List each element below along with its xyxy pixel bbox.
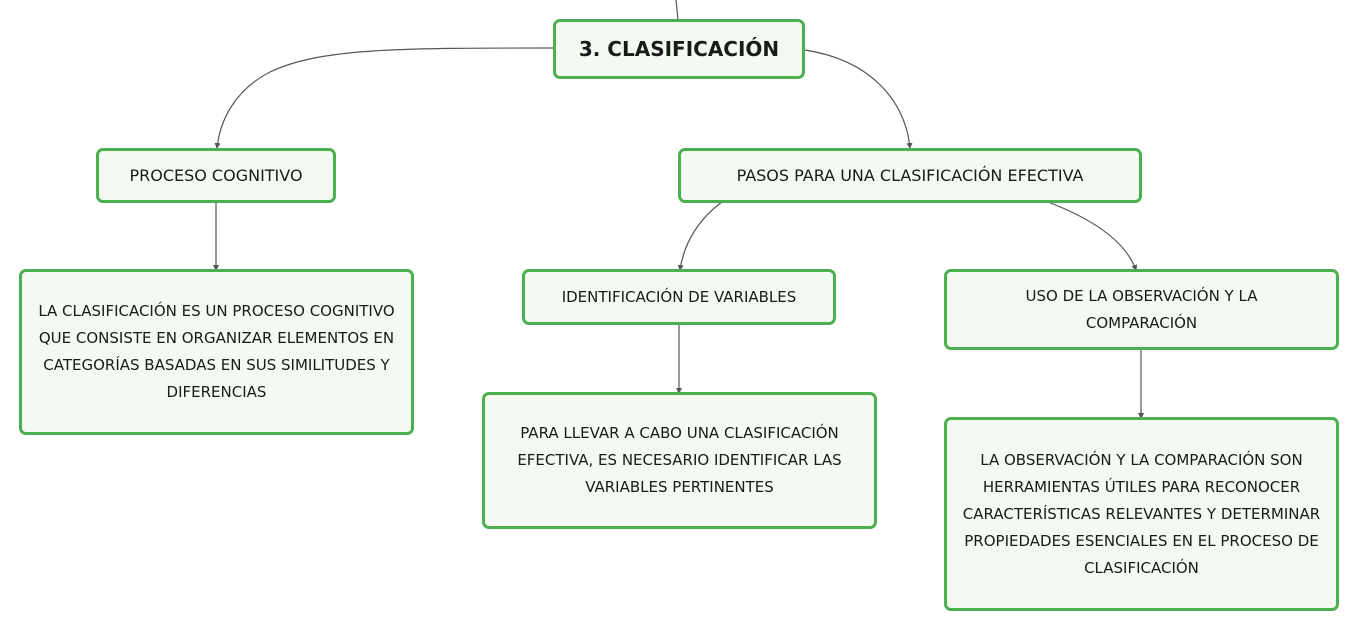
connector-parent-to-root <box>675 0 679 21</box>
node-label: IDENTIFICACIÓN DE VARIABLES <box>561 287 797 306</box>
node-proceso-cognitivo-detail[interactable]: LA CLASIFICACIÓN ES UN PROCESO COGNITIVO… <box>19 269 414 435</box>
node-observacion-comparacion[interactable]: USO DE LA OBSERVACIÓN Y LA COMPARACIÓN <box>944 269 1339 350</box>
node-observacion-detail[interactable]: LA OBSERVACIÓN Y LA COMPARACIÓN SON HERR… <box>944 417 1339 611</box>
root-label: 3. CLASIFICACIÓN <box>578 36 780 61</box>
node-identificacion-detail[interactable]: PARA LLEVAR A CABO UNA CLASIFICACIÓN EFE… <box>482 392 877 529</box>
node-label: PASOS PARA UNA CLASIFICACIÓN EFECTIVA <box>736 166 1084 185</box>
node-pasos-clasificacion[interactable]: PASOS PARA UNA CLASIFICACIÓN EFECTIVA <box>678 148 1142 203</box>
node-proceso-cognitivo[interactable]: PROCESO COGNITIVO <box>96 148 336 203</box>
node-label: PROCESO COGNITIVO <box>129 166 303 185</box>
node-detail-text: PARA LLEVAR A CABO UNA CLASIFICACIÓN EFE… <box>517 424 842 496</box>
node-identificacion-variables[interactable]: IDENTIFICACIÓN DE VARIABLES <box>522 269 836 325</box>
connector-root-to-proceso-cognitivo <box>214 47 555 149</box>
node-detail-text: LA CLASIFICACIÓN ES UN PROCESO COGNITIVO… <box>38 302 395 401</box>
connector-root-to-pasos <box>804 49 913 149</box>
root-node[interactable]: 3. CLASIFICACIÓN <box>553 19 805 79</box>
node-detail-text: LA OBSERVACIÓN Y LA COMPARACIÓN SON HERR… <box>962 450 1321 577</box>
connector-pasos-to-observacion <box>1047 201 1138 271</box>
connector-pasos-to-identificacion <box>677 201 723 271</box>
node-label: USO DE LA OBSERVACIÓN Y LA COMPARACIÓN <box>1025 286 1258 332</box>
